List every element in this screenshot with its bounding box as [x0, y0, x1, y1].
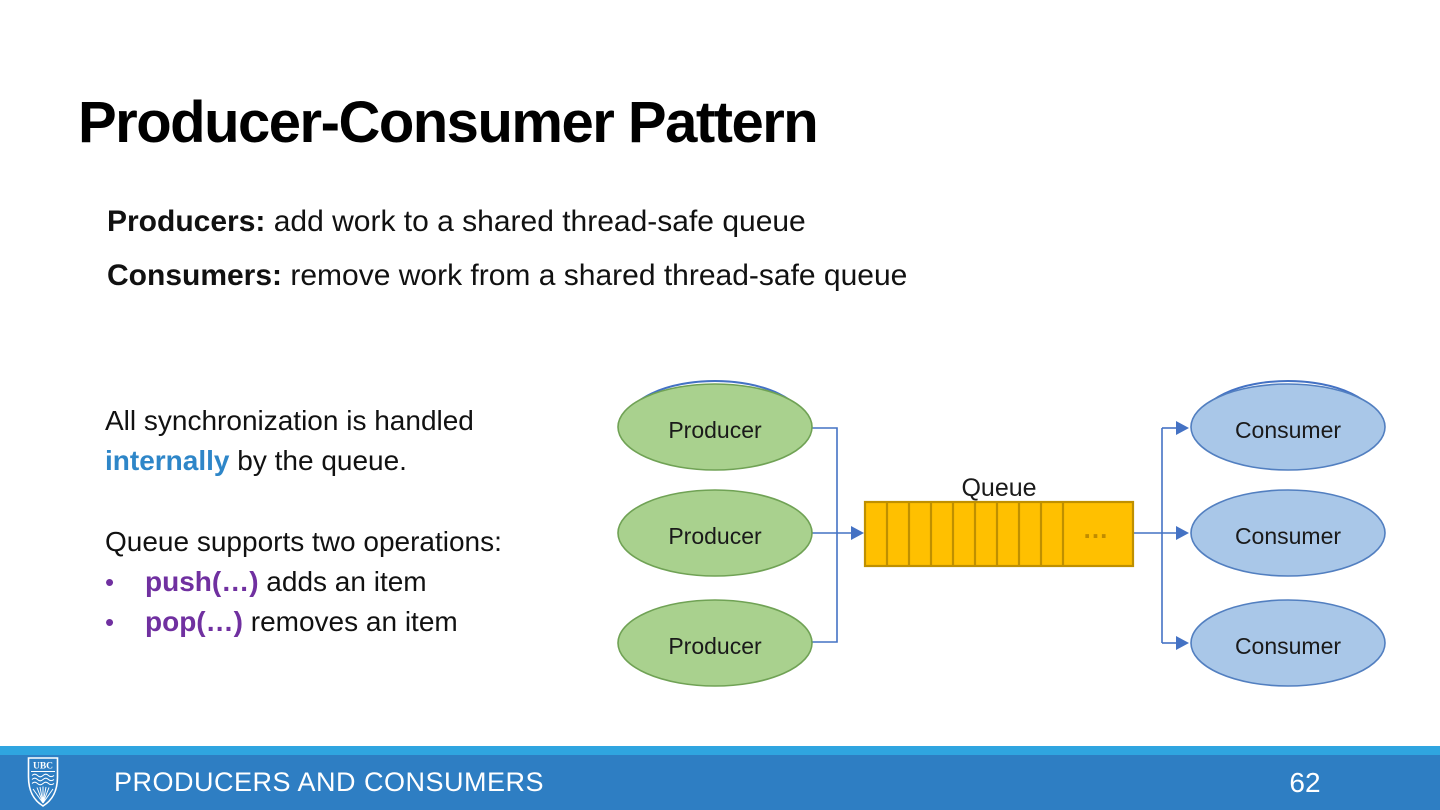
- producer-group: Producer Producer Producer: [617, 383, 813, 687]
- arrowhead-icon: [1176, 636, 1189, 650]
- queue-ellipsis: …: [1083, 514, 1112, 544]
- ubc-logo-icon: UBC: [27, 757, 59, 807]
- pop-code: pop(…): [145, 606, 243, 637]
- consumer-group: Consumer Consumer Consumer: [1190, 383, 1386, 687]
- producer-label: Producer: [668, 523, 762, 549]
- bullet-icon: •: [105, 607, 115, 637]
- consumers-rest: remove work from a shared thread-safe qu…: [282, 259, 908, 292]
- producer-ellipse: [617, 599, 813, 687]
- bullet-icon: •: [105, 567, 115, 597]
- consumer-label: Consumer: [1235, 417, 1341, 443]
- list-item: • pop(…) removes an item: [105, 602, 605, 642]
- intro-line-consumers: Consumers: remove work from a shared thr…: [107, 257, 1107, 295]
- arrowhead-icon: [1176, 526, 1189, 540]
- footer-accent-strip: [0, 746, 1440, 755]
- producer-label: Producer: [668, 417, 762, 443]
- sync-line1: All synchronization is handled: [105, 405, 474, 436]
- footer-section-title: PRODUCERS AND CONSUMERS: [114, 767, 545, 797]
- consumer-ellipse: [1190, 383, 1386, 471]
- consumer-connectors: [1133, 427, 1176, 644]
- producer-ellipse: [617, 383, 813, 471]
- svg-text:UBC: UBC: [33, 762, 53, 772]
- producer-ellipse: [617, 489, 813, 577]
- footer-bar: [0, 755, 1440, 810]
- producer-label: Producer: [668, 633, 762, 659]
- producers-rest: add work to a shared thread-safe queue: [265, 205, 806, 238]
- intro-line-producers: Producers: add work to a shared thread-s…: [107, 203, 1107, 241]
- push-rest: adds an item: [258, 566, 427, 597]
- bullet-text: push(…) adds an item: [145, 562, 427, 602]
- connector-line: [809, 427, 838, 643]
- consumers-lead: Consumers:: [107, 259, 283, 292]
- producers-lead: Producers:: [107, 205, 266, 238]
- consumer-label: Consumer: [1235, 523, 1341, 549]
- queue-title: Queue: [961, 474, 1036, 502]
- notes-block: All synchronization is handled internall…: [105, 401, 605, 642]
- intro-text: Producers: add work to a shared thread-s…: [107, 203, 1107, 311]
- bullet-text: pop(…) removes an item: [145, 602, 458, 642]
- slide-title: Producer-Consumer Pattern: [78, 90, 819, 155]
- consumer-ellipse: [1190, 489, 1386, 577]
- producer-connectors: [809, 427, 851, 643]
- push-code: push(…): [145, 566, 259, 597]
- consumer-ellipse: [1190, 599, 1386, 687]
- page-number: 62: [1289, 766, 1321, 798]
- arrowhead-icon: [1176, 421, 1189, 435]
- consumer-label: Consumer: [1235, 633, 1341, 659]
- sync-rest: by the queue.: [229, 445, 407, 476]
- pop-rest: removes an item: [242, 606, 458, 637]
- list-item: • push(…) adds an item: [105, 562, 605, 602]
- queue-cell-dividers: [885, 502, 1065, 566]
- sync-note: All synchronization is handled internall…: [105, 401, 605, 481]
- ops-heading: Queue supports two operations:: [105, 526, 502, 557]
- arrowhead-icon: [851, 526, 864, 540]
- sync-highlight: internally: [105, 445, 230, 476]
- queue-group: Queue …: [863, 474, 1135, 568]
